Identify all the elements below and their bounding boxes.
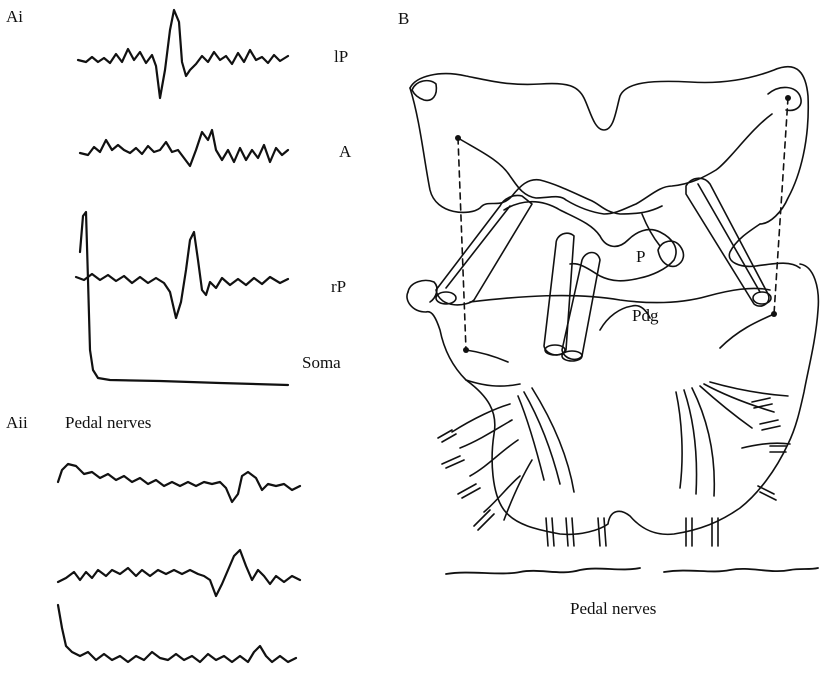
- pedal-nerve-right: [664, 568, 818, 572]
- centre-ganglion: [504, 202, 676, 281]
- pedal-nerve-left: [446, 568, 640, 574]
- trace-a: [80, 130, 288, 166]
- left-connective-inner: [446, 206, 510, 288]
- right-cerebral-lobe: [768, 87, 801, 110]
- panel-aii-traces: [58, 464, 300, 662]
- centre-tube-right: [562, 253, 600, 360]
- pedal-notch: [600, 306, 650, 330]
- left-cerebral-lobe: [412, 81, 436, 101]
- trace-lp: [78, 10, 288, 98]
- right-electrode-wire: [720, 314, 774, 348]
- pedal-commissure: [470, 288, 770, 302]
- panel-ai-traces: [76, 10, 288, 385]
- pedal-trace-2: [58, 550, 300, 596]
- left-nerve-bundle: [452, 380, 574, 520]
- ganglia-drawing: [407, 67, 818, 574]
- right-electrode-top: [785, 95, 791, 101]
- left-connective: [436, 195, 532, 304]
- left-electrode-wire: [466, 350, 508, 362]
- pedal-left-lobe: [408, 280, 437, 302]
- right-nerve-cuffs: [686, 398, 786, 546]
- pedal-trace-3: [58, 605, 296, 662]
- left-electrode-top: [455, 135, 461, 141]
- trace-soma: [80, 212, 288, 385]
- centre-tube-left: [544, 233, 574, 355]
- right-cerebral-outline: [729, 224, 800, 268]
- right-connective-inner: [698, 184, 760, 292]
- left-cerebral-body: [410, 88, 662, 214]
- pedal-trace-1: [58, 464, 300, 502]
- right-nerve-bundle: [676, 382, 790, 496]
- left-electrode-line: [458, 138, 466, 350]
- trace-rp: [76, 232, 288, 318]
- right-electrode-line: [774, 98, 788, 314]
